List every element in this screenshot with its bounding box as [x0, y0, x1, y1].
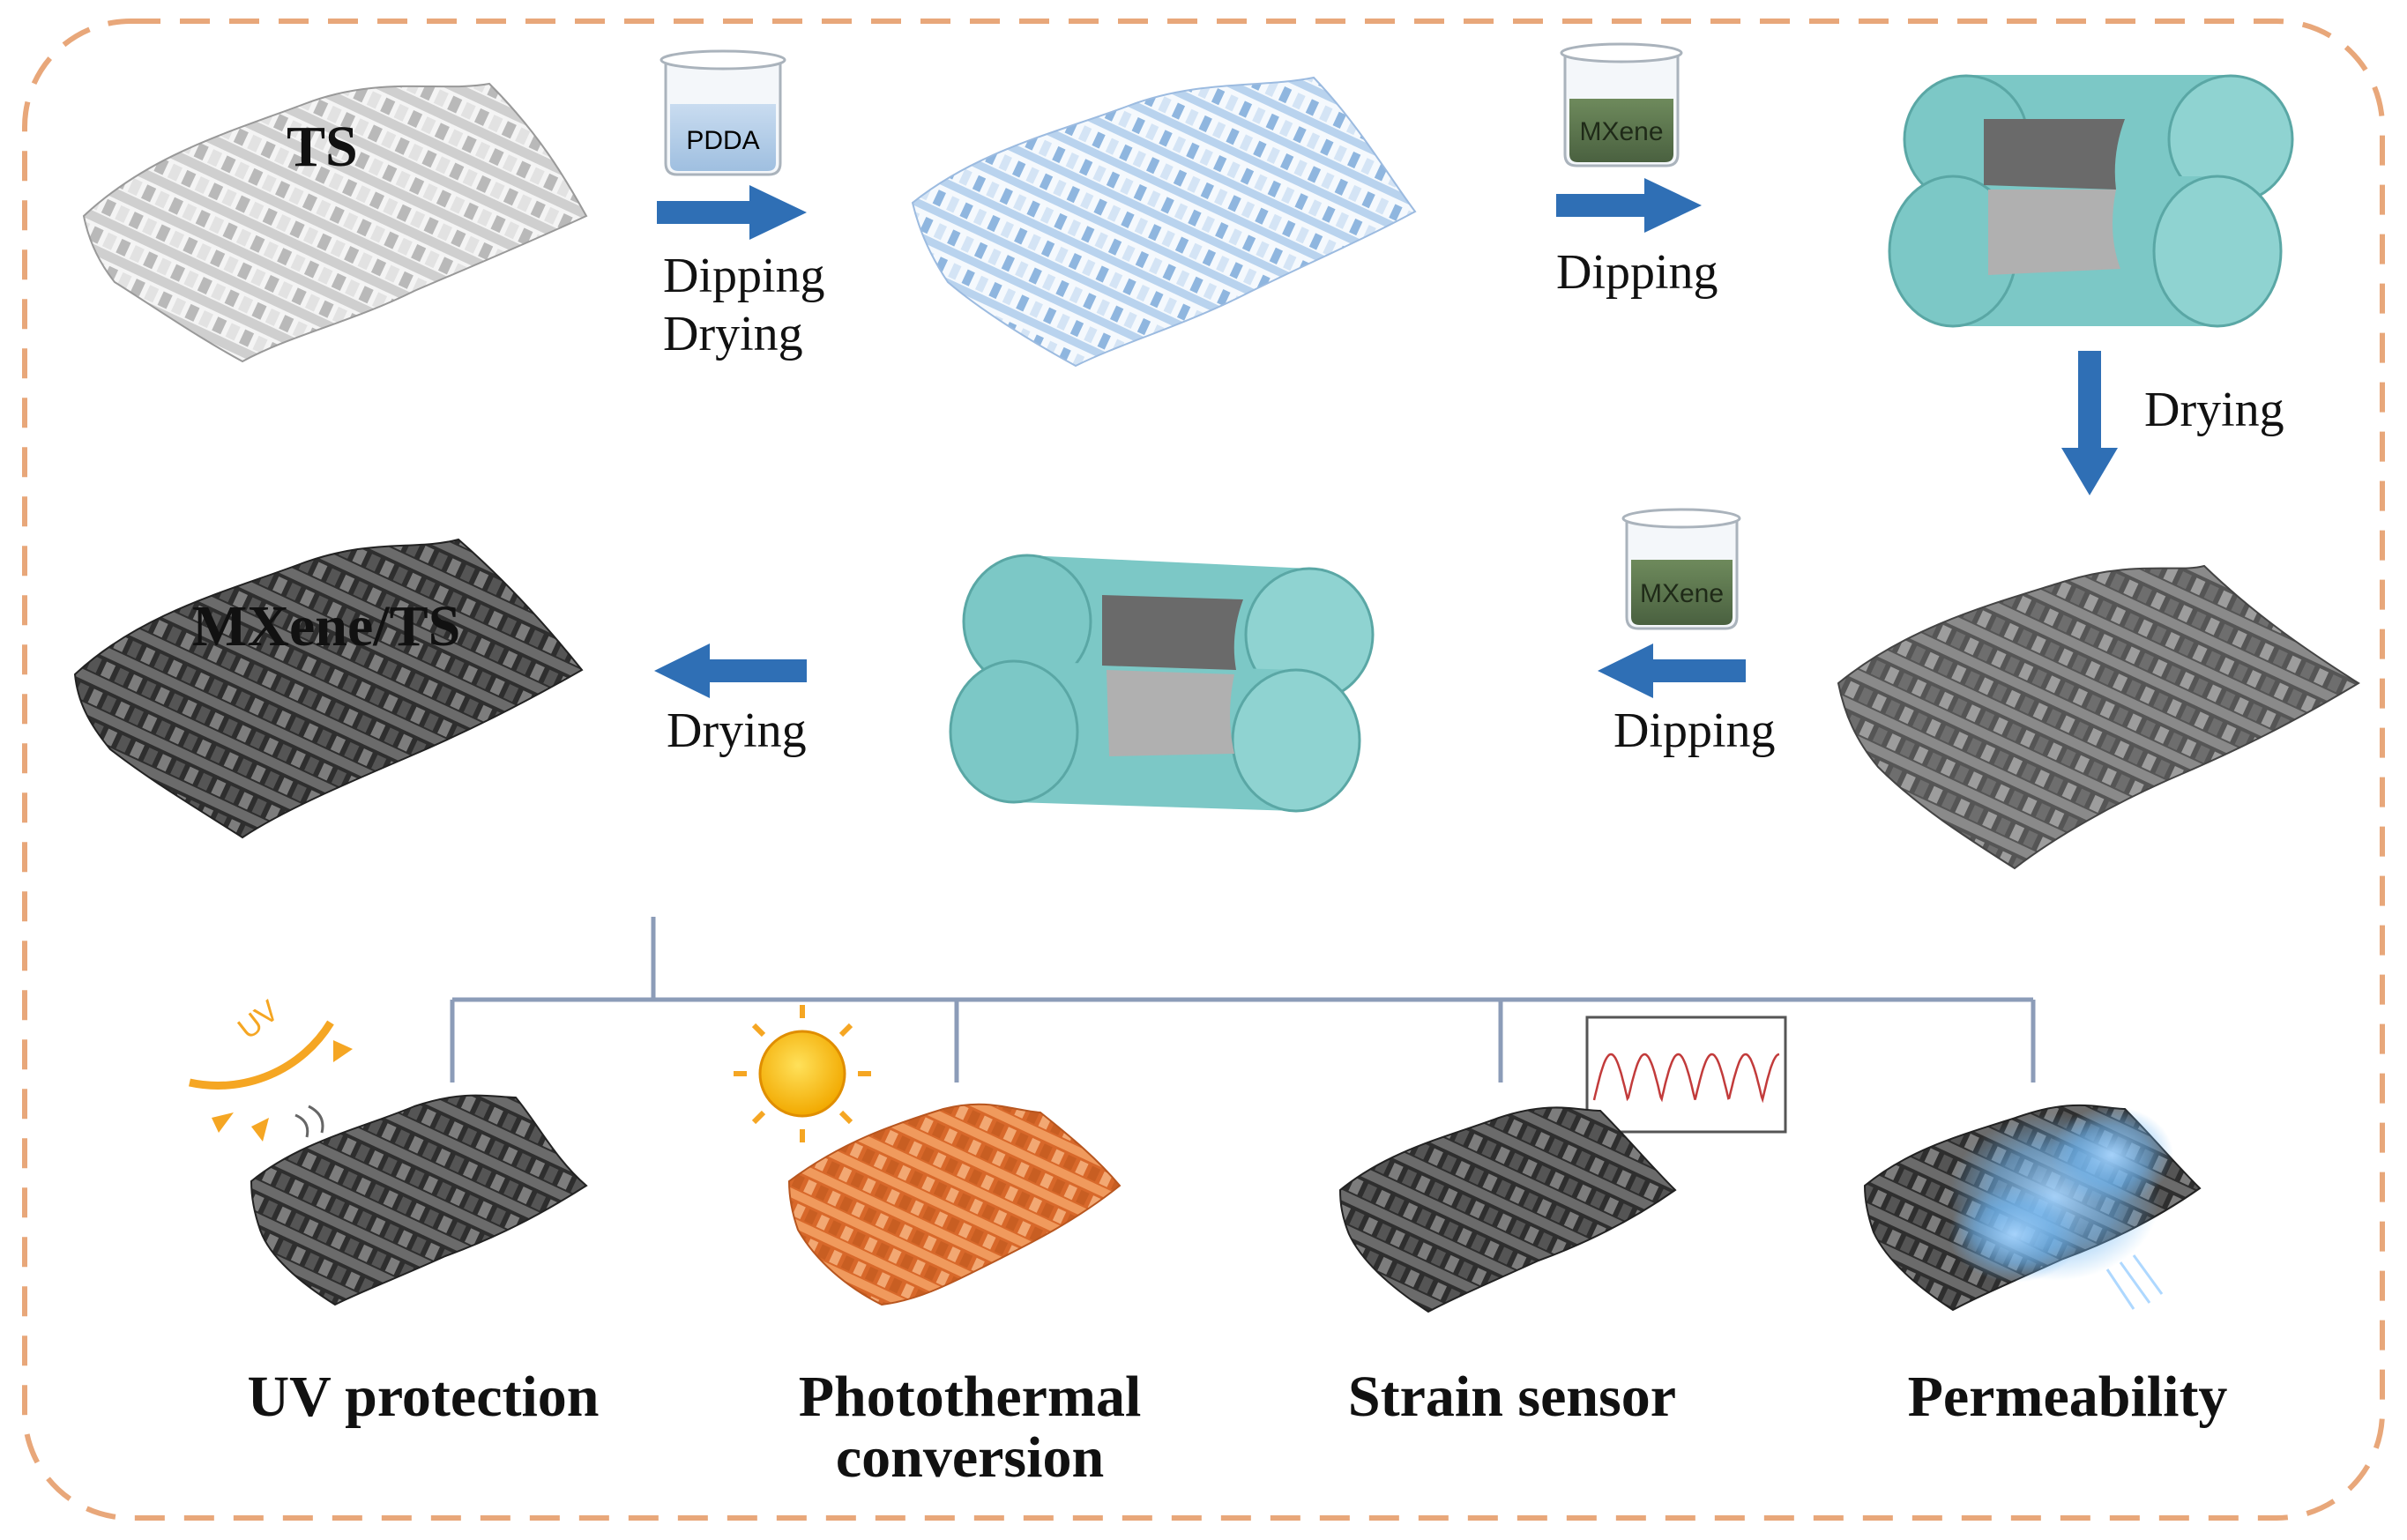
pdda-fabric: [911, 76, 1417, 368]
mxene-coated-fabric: [1837, 564, 2360, 870]
uv-icon: [189, 1020, 353, 1142]
mxene-ts-label: MXene/TS: [192, 594, 461, 658]
application-permeability: Permeability: [1907, 1365, 2228, 1429]
arrow-right-icon: [1556, 178, 1702, 233]
roller-press-icon: [949, 554, 1375, 813]
arrow-down-icon: [2061, 351, 2118, 495]
mxene-ts-fabric: [73, 538, 584, 839]
dashed-frame: [22, 19, 2385, 1521]
arrow-left-icon: [654, 644, 807, 698]
arrow-left-icon: [1598, 644, 1746, 698]
step-dipping-label: Dipping: [1613, 703, 1776, 758]
photothermal-fabric: [787, 1103, 1122, 1306]
beaker-mxene-2: [1621, 508, 1741, 630]
strain-fabric: [1338, 1106, 1677, 1313]
application-uv-protection: UV protection: [247, 1365, 600, 1429]
ts-fabric: [82, 82, 588, 363]
beaker-mxene-1: [1560, 42, 1683, 167]
beaker-pdda-label: PDDA: [686, 126, 760, 155]
strain-signal-chart: [1585, 1016, 1787, 1134]
sun-icon: [734, 1005, 871, 1142]
step-dipping-label: Dipping: [663, 249, 825, 303]
ts-label: TS: [287, 115, 358, 179]
step-dipping-label: Dipping: [1556, 245, 1718, 300]
arrow-right-icon: [657, 185, 807, 240]
beaker-mxene-1-label: MXene: [1579, 117, 1664, 146]
application-strain-sensor: Strain sensor: [1347, 1365, 1677, 1429]
uv-fabric: [250, 1094, 588, 1306]
application-tree: [450, 917, 2036, 1082]
beaker-pdda: [660, 49, 786, 176]
air-flow-icon: [1949, 1106, 2173, 1310]
beaker-mxene-2-label: MXene: [1639, 579, 1725, 608]
step-drying-label: Drying: [2144, 383, 2284, 437]
roller-press-icon: [1888, 74, 2294, 328]
step-drying-label: Drying: [663, 307, 803, 361]
step-drying-label: Drying: [667, 703, 807, 758]
